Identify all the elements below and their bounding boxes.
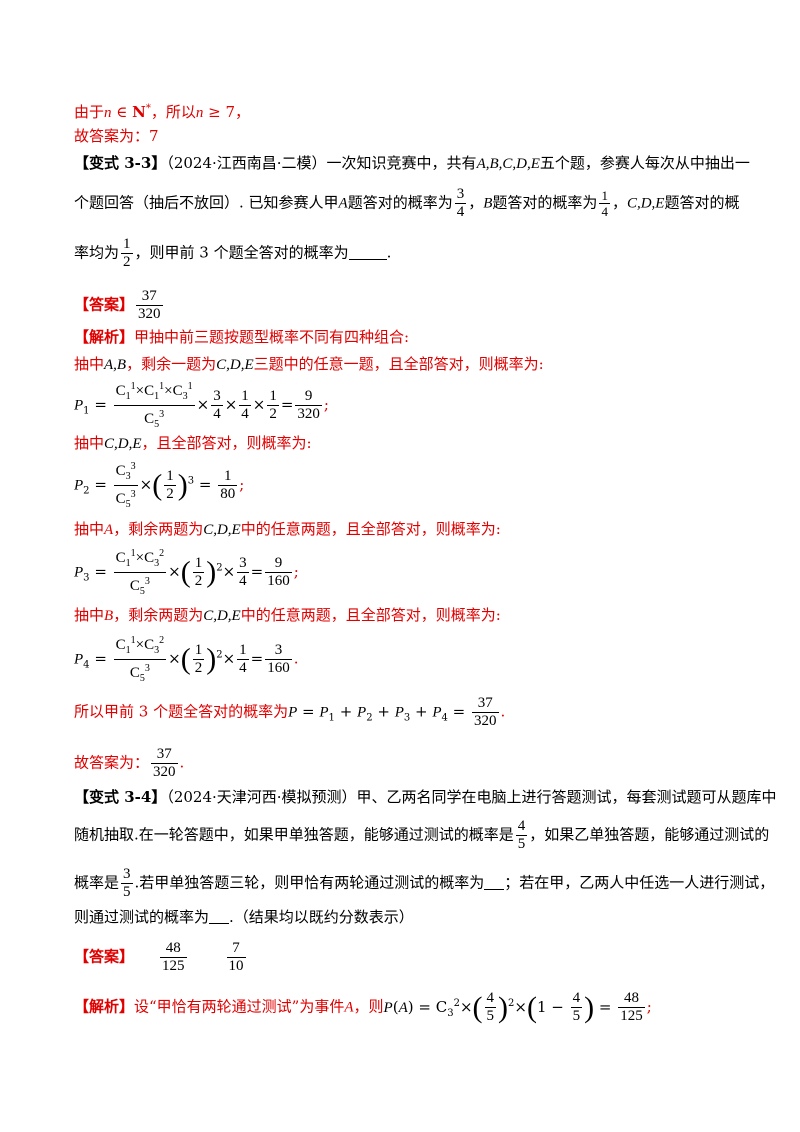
- problem-tag: 【变式 3-4】: [74, 788, 167, 806]
- solution-line: 抽中C,D,E，且全部答对，则概率为:: [74, 434, 312, 452]
- problem-3-4-line-4: 则通过测试的概率为.（结果均以既约分数表示）: [74, 908, 414, 926]
- solution-line: 抽中B，剩余两题为C,D,E中的任意两题，且全部答对，则概率为:: [74, 606, 501, 624]
- answer-blank: [484, 875, 505, 890]
- problem-3-3-line-1: 【变式 3-3】（2024·江西南昌·二模）一次知识竞赛中，共有A,B,C,D,…: [74, 154, 750, 172]
- solution-line: 所以甲前 3 个题全答对的概率为P = P1 + P2 + P3 + P4 = …: [74, 695, 506, 729]
- problem-tag: 【变式 3-3】: [74, 154, 167, 172]
- answer-blank: [348, 245, 387, 260]
- problem-3-4-line-1: 【变式 3-4】（2024·天津河西·模拟预测）甲、乙两名同学在电脑上进行答题测…: [74, 788, 777, 806]
- solution-line: 抽中A,B，剩余一题为C,D,E三题中的任意一题，且全部答对，则概率为:: [74, 355, 544, 373]
- math-expression: n: [104, 105, 112, 121]
- solution-line: 【解析】甲抽中前三题按题型概率不同有四种组合:: [74, 328, 410, 346]
- answer-blank: [209, 909, 230, 924]
- answer-line: 故答案为：7: [74, 127, 159, 145]
- solution-line: 抽中A，剩余两题为C,D,E中的任意两题，且全部答对，则概率为:: [74, 520, 501, 538]
- text-line: 由于n ∈ N*，所以n ≥ 7，: [74, 103, 251, 121]
